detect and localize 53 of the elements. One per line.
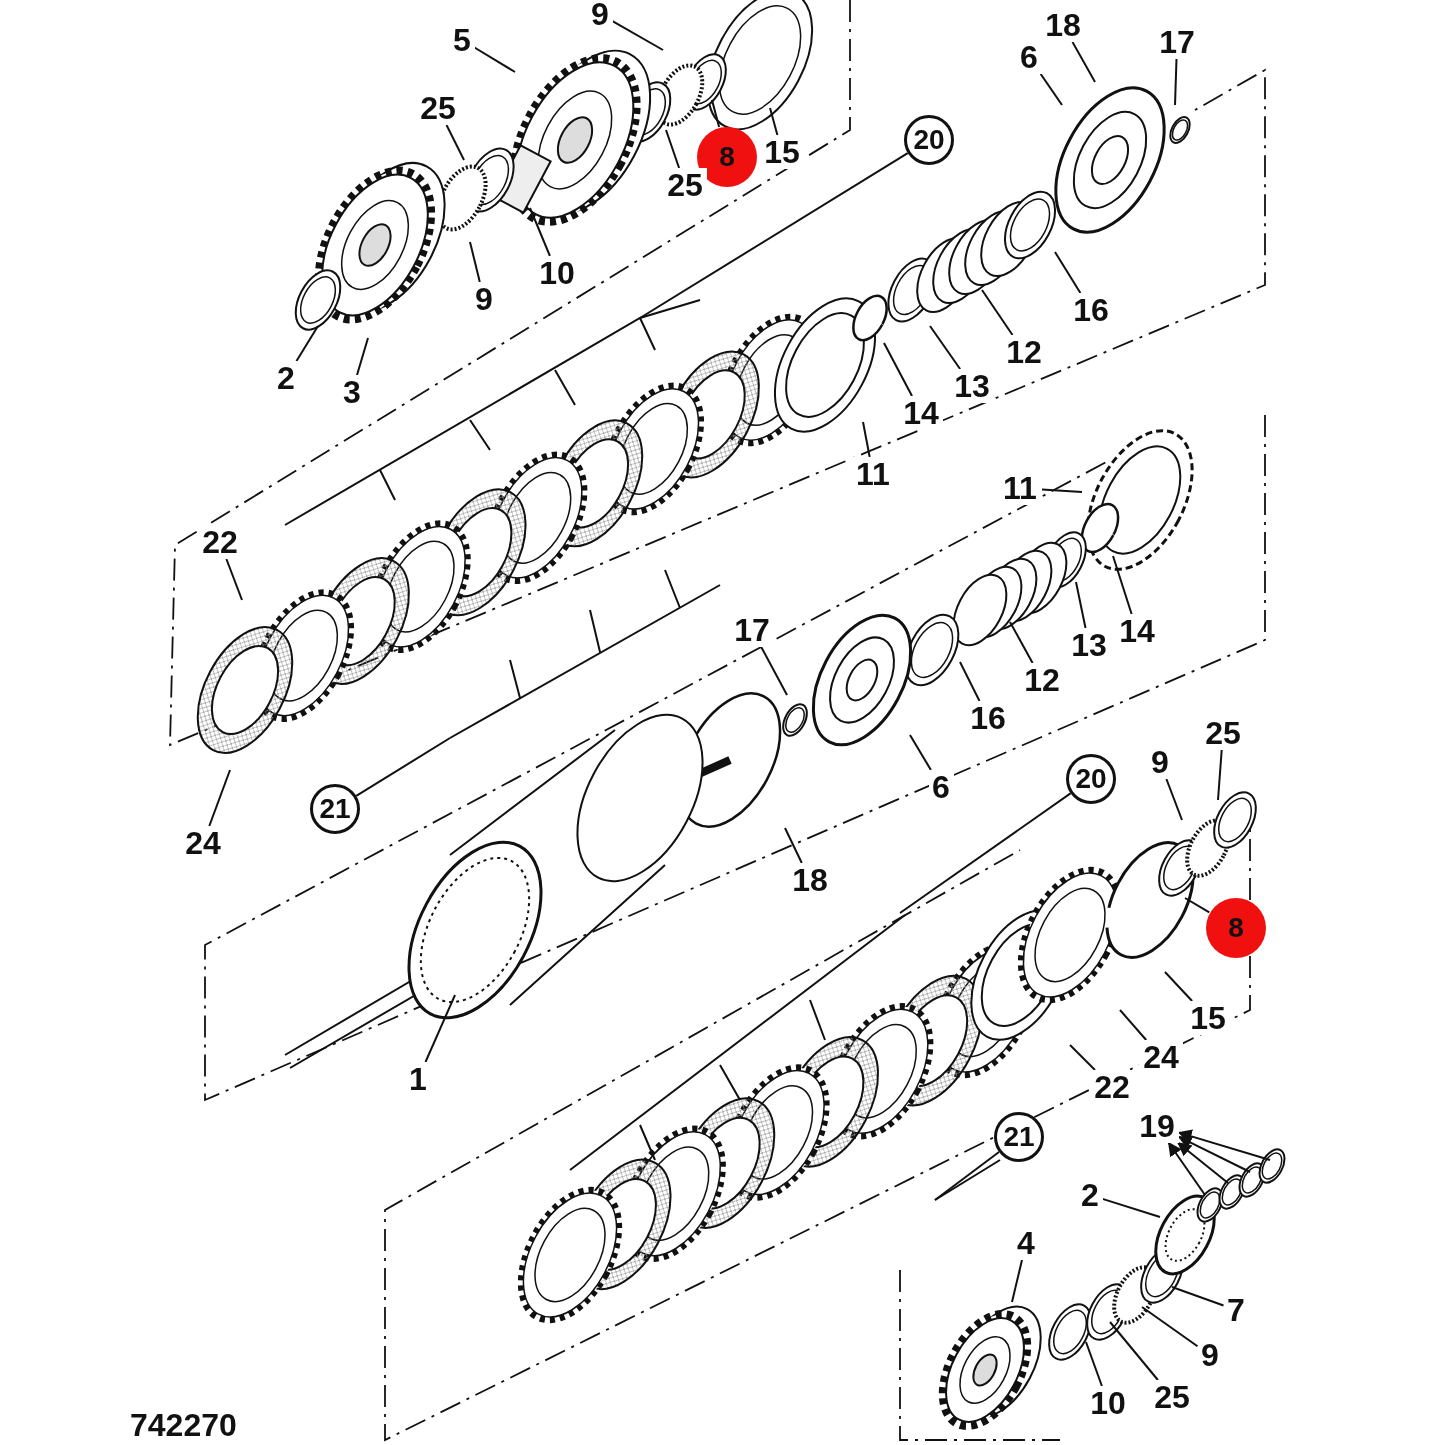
leader-line: [899, 792, 1072, 914]
leader-line: [469, 241, 481, 283]
drawing-number: 742270: [130, 1407, 237, 1444]
leader-line: [208, 769, 231, 827]
callout-number: 8: [1206, 898, 1266, 958]
leader-line: [1119, 1009, 1148, 1041]
leader-line: [1165, 778, 1183, 821]
leader-line: [1177, 1142, 1229, 1184]
leader-line: [529, 207, 551, 257]
leader-line: [711, 99, 721, 128]
leader-line: [934, 1151, 1000, 1201]
leader-line: [295, 325, 319, 362]
leader-line: [1054, 251, 1082, 294]
leader-line: [1011, 1259, 1023, 1303]
leader-line: [909, 734, 932, 771]
leader-line: [1075, 581, 1087, 629]
leader-line: [611, 20, 664, 51]
leader-line: [1167, 1141, 1206, 1196]
leader-line: [981, 289, 1014, 336]
leader-line: [445, 124, 465, 161]
leader-line: [225, 558, 243, 601]
leader-line: [355, 737, 451, 797]
callout-number: 21: [994, 1112, 1044, 1162]
leader-line: [1041, 488, 1083, 493]
leader-line: [1039, 73, 1063, 106]
leader-line: [356, 337, 369, 376]
leader-line: [639, 152, 909, 319]
leader-line: [665, 129, 681, 169]
leader-line: [1085, 1341, 1103, 1387]
leader-line: [1164, 971, 1194, 1002]
leader-line: [862, 421, 871, 458]
leader-line: [1109, 1321, 1159, 1381]
leader-line: [1217, 749, 1223, 801]
leader-line: [1069, 1044, 1096, 1071]
leader-line: [929, 325, 962, 370]
leader-line: [1112, 555, 1133, 615]
leader-line: [1141, 1306, 1199, 1348]
callout-number: 21: [310, 784, 360, 834]
leader-line: [1174, 58, 1178, 106]
leader-line: [1101, 1197, 1161, 1218]
leader-line: [424, 994, 456, 1063]
callout-number: 20: [1066, 754, 1116, 804]
leader-line: [883, 342, 913, 397]
leader-line: [1171, 1286, 1225, 1307]
callout-number: 20: [904, 115, 954, 165]
leader-line: [760, 646, 788, 696]
leader-line: [1009, 621, 1034, 664]
leader-line: [473, 46, 516, 73]
leader-line: [1071, 41, 1096, 83]
leader-line: [1184, 897, 1211, 914]
leader-line: [784, 827, 803, 864]
leader-line: [959, 661, 981, 702]
leader-line: [769, 107, 779, 136]
